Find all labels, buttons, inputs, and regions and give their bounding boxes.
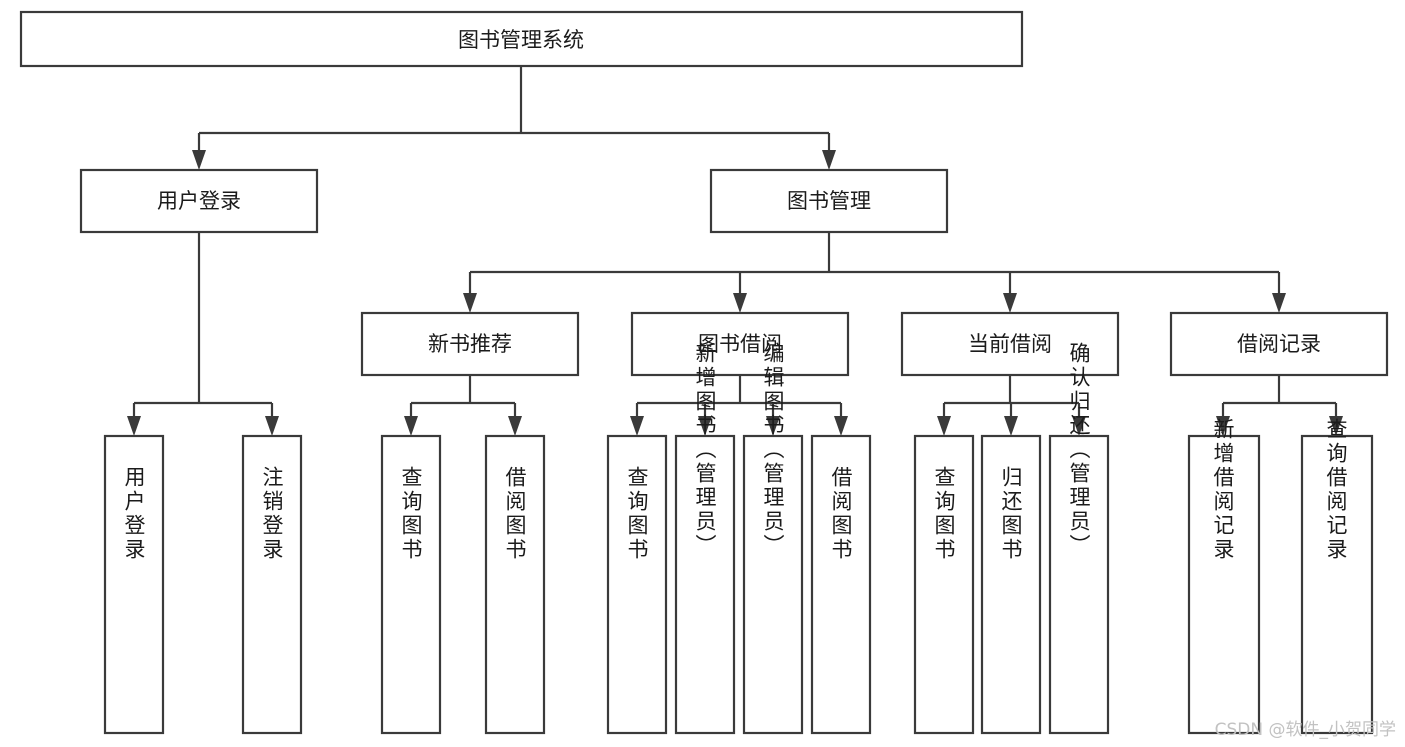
node-new-book-rec-label: 新书推荐 (428, 332, 512, 356)
arrow-leaf-add-book (698, 416, 712, 436)
leaf-borrow-book-2-label: 借阅图书 (829, 466, 853, 562)
leaf-user-login[interactable]: 用户登录 (103, 434, 165, 735)
leaf-add-record-label: 新增借阅记录 (1211, 418, 1235, 562)
arrow-leaf-borrow-book-1 (508, 416, 522, 436)
arrow-new-book-rec (463, 293, 477, 313)
node-book-borrow-box[interactable] (630, 311, 850, 377)
arrow-leaf-query-book-3 (937, 416, 951, 436)
watermark-label: CSDN @软件_小贺同学 (1215, 720, 1396, 740)
arrow-leaf-query-record (1329, 416, 1343, 436)
leaf-query-book-2-label: 查询图书 (625, 466, 649, 562)
leaf-add-record-box[interactable] (1187, 434, 1261, 735)
arrow-leaf-borrow-book-2 (834, 416, 848, 436)
arrow-leaf-return-book (1004, 416, 1018, 436)
leaf-add-book[interactable]: 新增图书（管理员） (674, 342, 736, 735)
leaf-borrow-book-1[interactable]: 借阅图书 (484, 434, 546, 735)
arrow-leaf-user-login (127, 416, 141, 436)
leaf-confirm-return-box[interactable] (1048, 434, 1110, 735)
connector-group (127, 66, 1343, 436)
leaf-return-book[interactable]: 归还图书 (980, 434, 1042, 735)
leaf-return-book-label: 归还图书 (999, 466, 1023, 562)
node-user-login-box[interactable] (79, 168, 319, 234)
arrow-current-borrow (1003, 293, 1017, 313)
node-book-borrow[interactable]: 图书借阅 (630, 311, 850, 377)
node-borrow-record-label: 借阅记录 (1237, 332, 1321, 356)
leaf-query-record-box[interactable] (1300, 434, 1374, 735)
node-user-login-label: 用户登录 (157, 189, 241, 213)
node-borrow-record[interactable]: 借阅记录 (1169, 311, 1389, 377)
leaf-return-book-box[interactable] (980, 434, 1042, 735)
node-borrow-record-box[interactable] (1169, 311, 1389, 377)
leaf-query-book-2-box[interactable] (606, 434, 668, 735)
node-book-manage[interactable]: 图书管理 (709, 168, 949, 234)
node-root-label: 图书管理系统 (458, 28, 584, 52)
leaf-query-book-1-label: 查询图书 (399, 466, 423, 562)
node-book-manage-label: 图书管理 (787, 189, 871, 213)
node-current-borrow[interactable]: 当前借阅 (900, 311, 1120, 377)
leaf-edit-book-label: 编辑图书（管理员） (761, 342, 785, 558)
leaf-query-book-2[interactable]: 查询图书 (606, 434, 668, 735)
node-book-borrow-label: 图书借阅 (698, 332, 782, 356)
node-current-borrow-box[interactable] (900, 311, 1120, 377)
leaf-borrow-book-2[interactable]: 借阅图书 (810, 434, 872, 735)
leaf-edit-book[interactable]: 编辑图书（管理员） (742, 342, 804, 735)
leaf-borrow-book-1-box[interactable] (484, 434, 546, 735)
arrow-leaf-query-book-2 (630, 416, 644, 436)
leaf-query-book-3-box[interactable] (913, 434, 975, 735)
leaf-query-book-3-label: 查询图书 (932, 466, 956, 562)
node-new-book-rec[interactable]: 新书推荐 (360, 311, 580, 377)
arrow-leaf-add-record (1216, 416, 1230, 436)
arrow-leaf-query-book-1 (404, 416, 418, 436)
leaf-edit-book-box[interactable] (742, 434, 804, 735)
node-root[interactable]: 图书管理系统 (19, 10, 1024, 68)
leaf-user-login-label: 用户登录 (122, 466, 146, 562)
arrow-leaf-confirm-return (1072, 416, 1086, 436)
leaf-user-logout-label: 注销登录 (260, 466, 284, 562)
leaf-add-book-label: 新增图书（管理员） (693, 342, 717, 558)
leaf-confirm-return-label: 确认归还（管理员） (1067, 342, 1091, 558)
leaf-query-record[interactable]: 查询借阅记录 (1300, 418, 1374, 735)
node-user-login[interactable]: 用户登录 (79, 168, 319, 234)
node-root-box[interactable] (19, 10, 1024, 68)
leaf-query-record-label: 查询借阅记录 (1324, 418, 1348, 562)
leaf-borrow-book-2-box[interactable] (810, 434, 872, 735)
node-new-book-rec-box[interactable] (360, 311, 580, 377)
leaf-user-logout[interactable]: 注销登录 (241, 434, 303, 735)
arrow-leaf-edit-book (766, 416, 780, 436)
node-book-manage-box[interactable] (709, 168, 949, 234)
leaf-add-book-box[interactable] (674, 434, 736, 735)
arrow-leaf-user-logout (265, 416, 279, 436)
arrow-book-manage (822, 150, 836, 170)
leaf-confirm-return[interactable]: 确认归还（管理员） (1048, 342, 1110, 735)
arrow-user-login (192, 150, 206, 170)
leaf-add-record[interactable]: 新增借阅记录 (1187, 418, 1261, 735)
leaf-query-book-1[interactable]: 查询图书 (380, 434, 442, 735)
node-current-borrow-label: 当前借阅 (968, 332, 1052, 356)
leaf-borrow-book-1-label: 借阅图书 (503, 466, 527, 562)
leaf-query-book-3[interactable]: 查询图书 (913, 434, 975, 735)
leaf-user-login-box[interactable] (103, 434, 165, 735)
arrow-borrow-record (1272, 293, 1286, 313)
leaf-query-book-1-box[interactable] (380, 434, 442, 735)
leaf-user-logout-box[interactable] (241, 434, 303, 735)
arrow-book-borrow (733, 293, 747, 313)
